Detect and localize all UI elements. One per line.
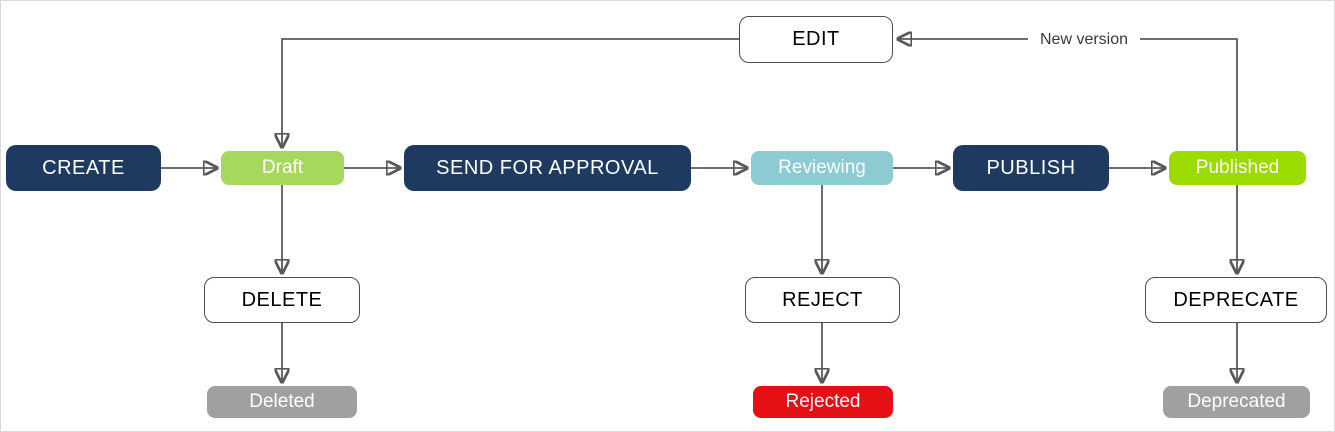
- edge-edit-to-draft: [282, 38, 739, 147]
- node-create: CREATE: [6, 145, 161, 191]
- edge-label-new-version: New version: [1027, 31, 1141, 49]
- node-deprecate: DEPRECATE: [1145, 277, 1327, 323]
- edge-published-to-edit: [898, 39, 1238, 152]
- node-published: Published: [1169, 151, 1306, 185]
- node-reject: REJECT: [745, 277, 900, 323]
- node-edit: EDIT: [739, 16, 893, 63]
- node-reviewing: Reviewing: [751, 151, 893, 185]
- node-draft: Draft: [221, 151, 344, 185]
- node-deprecated: Deprecated: [1163, 386, 1310, 418]
- node-deleted: Deleted: [207, 386, 357, 418]
- node-rejected: Rejected: [753, 386, 893, 418]
- node-delete: DELETE: [204, 277, 360, 323]
- node-send-for-approval: SEND FOR APPROVAL: [404, 145, 691, 191]
- node-publish: PUBLISH: [953, 145, 1109, 191]
